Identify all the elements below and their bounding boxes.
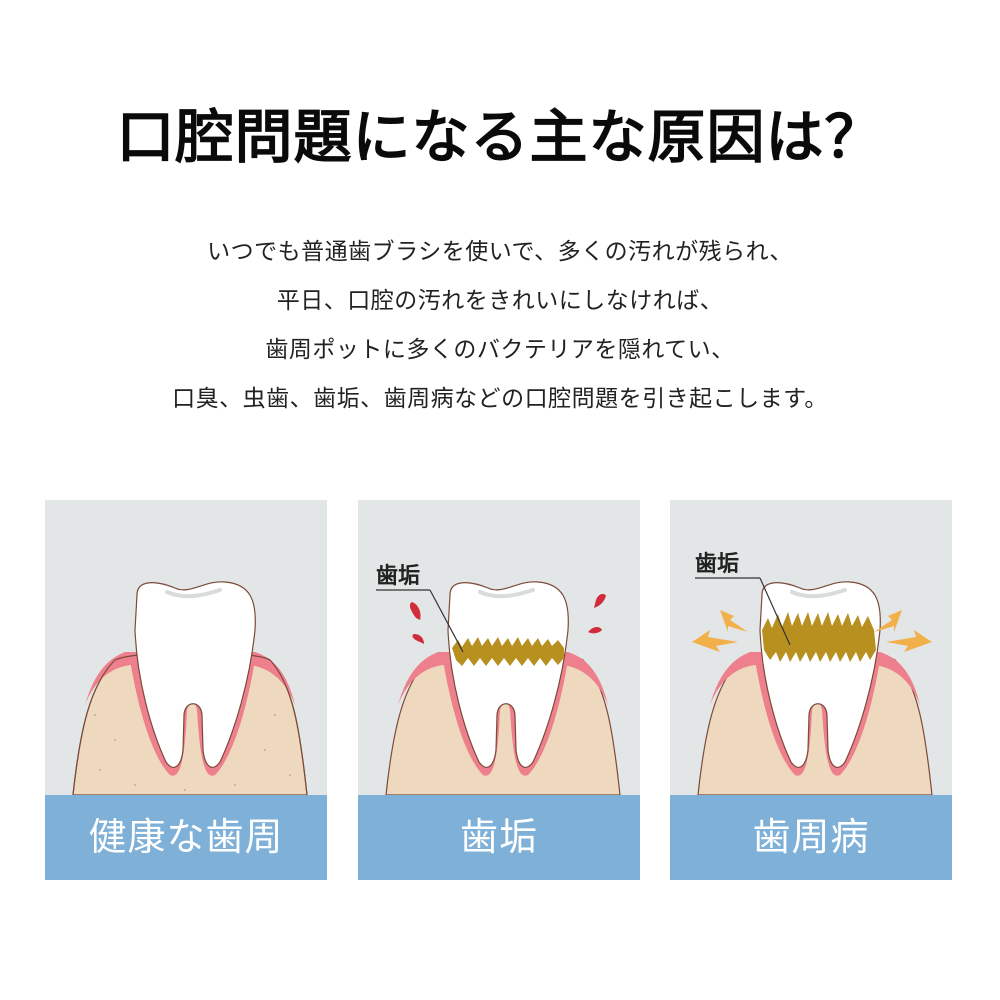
lightning-bolts-icon xyxy=(692,610,932,652)
panel-caption: 歯周病 xyxy=(670,795,952,880)
plaque-tooth-illustration xyxy=(376,581,621,796)
page-title: 口腔問題になる主な原因は？ xyxy=(116,103,884,171)
plaque-band xyxy=(762,612,876,662)
healthy-tooth-illustration xyxy=(72,581,308,796)
description-line: 歯周ポットに多くのバクテリアを隠れてい、 xyxy=(265,337,735,363)
panel-caption: 歯垢 xyxy=(358,795,640,880)
panel-periodontal-disease: 歯垢 歯周病 xyxy=(670,500,952,880)
description-line: 平日、口腔の汚れをきれいにしなければ、 xyxy=(276,288,724,314)
plaque-band xyxy=(452,637,564,666)
description: いつでも普通歯ブラシを使いで、多くの汚れが残られ、 平日、口腔の汚れをきれいにし… xyxy=(0,228,1000,424)
panel-healthy-gums: 健康な歯周 xyxy=(45,500,327,880)
panel-plaque: 歯垢 歯垢 xyxy=(358,500,640,880)
red-droplets-icon xyxy=(409,593,606,644)
panel-caption: 健康な歯周 xyxy=(45,795,327,880)
plaque-callout-label: 歯垢 xyxy=(695,552,740,577)
plaque-callout-label: 歯垢 xyxy=(376,564,421,589)
description-line: 口臭、虫歯、歯垢、歯周病などの口腔問題を引き起こします。 xyxy=(172,386,828,412)
periodontal-tooth-illustration xyxy=(692,577,933,796)
description-line: いつでも普通歯ブラシを使いで、多くの汚れが残られ、 xyxy=(207,239,793,265)
